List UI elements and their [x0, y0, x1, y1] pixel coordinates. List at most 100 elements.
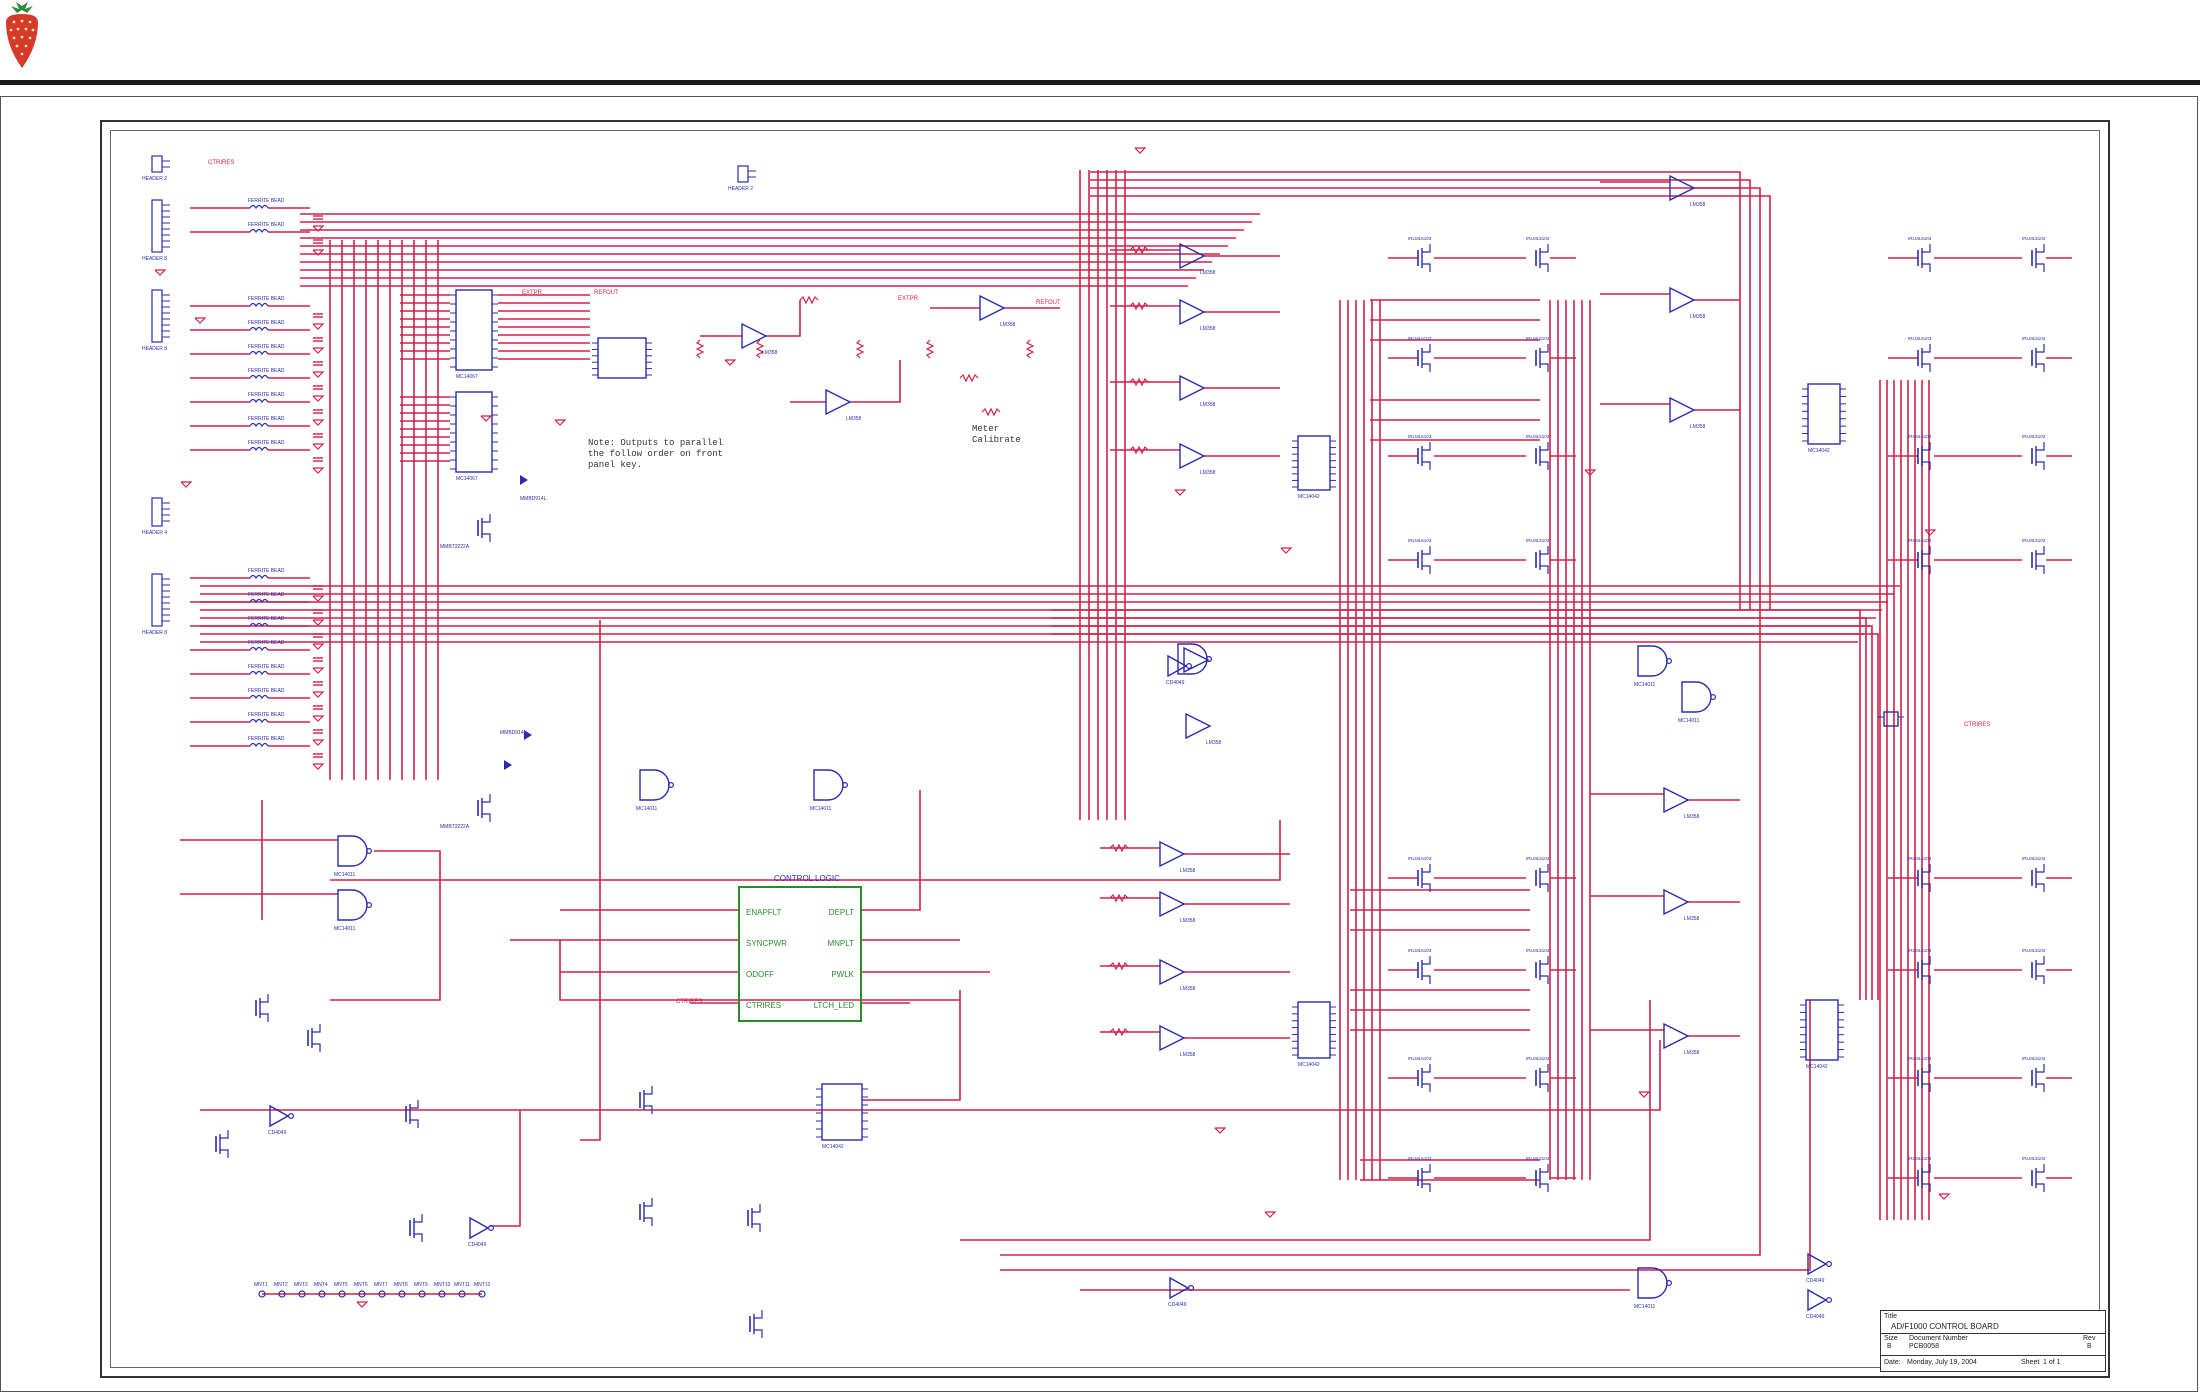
mosfet-label: IRLML5103 — [1526, 1056, 1550, 1061]
mosfet-label: IRLML5103 — [1526, 434, 1550, 439]
mosfet-source — [482, 813, 491, 822]
mosfet-drain — [1540, 864, 1549, 873]
opamp-part-number: LM358 — [1206, 740, 1222, 746]
test-point-label: MNT10 — [434, 1282, 451, 1288]
mosfet-drain — [2036, 244, 2045, 253]
mosfet-drain — [1922, 546, 1931, 555]
gate-part-number: MC14011 — [1634, 1304, 1656, 1310]
mosfet-source — [2036, 1083, 2045, 1092]
mosfet-label: IRLML6103 — [1908, 538, 1932, 543]
signal-label-extpr: EXTPR — [522, 290, 543, 296]
opamp-symbol — [1183, 646, 1210, 674]
ic-part-number: MC14042 — [1298, 494, 1320, 500]
opamp-symbol — [1179, 298, 1206, 326]
latch-chip — [821, 1083, 863, 1141]
dip-switch — [597, 337, 647, 379]
mosfet-label: IRLML6103 — [1408, 856, 1432, 861]
ground-icon — [312, 595, 325, 602]
ground-icon — [312, 691, 325, 698]
opamp-symbol — [1663, 786, 1690, 814]
ic-part-number: MC14067 — [456, 476, 478, 482]
mosfet-source — [1422, 363, 1431, 372]
mosfet-label: IRLML6103 — [1908, 336, 1932, 341]
opamp-symbol — [979, 294, 1006, 322]
ic-part-number: MC14042 — [1298, 1062, 1320, 1068]
ground-icon — [1214, 1127, 1227, 1134]
mosfet-label: IRLML5103 — [2022, 856, 2046, 861]
resistor-symbol — [755, 339, 765, 359]
mosfet-source — [1922, 1183, 1931, 1192]
test-point-label: MNT8 — [394, 1282, 408, 1288]
ferrite-bead-label: FERRITE BEAD — [248, 320, 285, 326]
docnum-value: PCB0058 — [1909, 1343, 1939, 1350]
ferrite-bead-symbol — [249, 350, 269, 356]
ground-icon — [1174, 489, 1187, 496]
nand-bubble — [1665, 657, 1672, 664]
test-point-label: MNT7 — [374, 1282, 388, 1288]
ground-icon — [724, 359, 737, 366]
meter-calibrate-note: Meter Calibrate — [972, 424, 1021, 445]
mosfet-source — [2036, 975, 2045, 984]
control-logic-block: CONTROL LOGIC ENAPFLT SYNCPWR ODOFF CTRI… — [738, 874, 862, 1022]
mosfet-label: IRLML6103 — [1408, 434, 1432, 439]
opamp-part-number: LM358 — [1684, 916, 1700, 922]
date-value: Monday, July 19, 2004 — [1907, 1359, 1977, 1366]
inverter-bubble — [1187, 1284, 1194, 1291]
ground-icon — [312, 643, 325, 650]
test-point-icon — [438, 1290, 446, 1298]
header-rule — [0, 80, 2200, 85]
signal-label-ctrires: CTRIRES — [208, 160, 234, 166]
mosfet-drain — [2036, 864, 2045, 873]
pin-ltch-led: LTCH_LED — [813, 1001, 854, 1010]
test-point-label: MNT3 — [294, 1282, 308, 1288]
date-label: Date: — [1884, 1359, 1901, 1366]
opamp-symbol — [1663, 1022, 1690, 1050]
docnum-label: Document Number — [1909, 1335, 1968, 1342]
ground-icon — [312, 371, 325, 378]
nand-bubble — [366, 901, 373, 908]
wire — [1090, 171, 1741, 610]
opamp-symbol — [1669, 174, 1696, 202]
ferrite-bead-symbol — [249, 422, 269, 428]
ferrite-bead-label: FERRITE BEAD — [248, 688, 285, 694]
test-point-icon — [378, 1290, 386, 1298]
gate-part-number: MC14011 — [334, 926, 356, 932]
inverter-part-number: CD4049 — [1168, 1302, 1187, 1308]
diode-symbol — [520, 475, 528, 485]
opamp-part-number: LM358 — [1180, 1052, 1196, 1058]
mosfet-label: IRLML5103 — [1526, 948, 1550, 953]
mosfet-label: IRLML5103 — [2022, 236, 2046, 241]
ferrite-bead-symbol — [249, 302, 269, 308]
signal-label-extpr: EXTPR — [898, 296, 919, 302]
inverter-part-number: CD4049 — [1806, 1278, 1825, 1284]
test-point-icon — [418, 1290, 426, 1298]
ferrite-bead-label: FERRITE BEAD — [248, 222, 285, 228]
inverter-part-number: CD4049 — [468, 1242, 487, 1248]
resistor-symbol — [1129, 301, 1149, 311]
diode-label: MMBD914L — [500, 730, 527, 736]
page-header — [0, 0, 2200, 85]
mosfet-source — [1540, 461, 1549, 470]
gate-part-number: MC14011 — [1678, 718, 1700, 724]
mosfet-label: IRLML6103 — [1408, 1156, 1432, 1161]
inverter-symbol — [1167, 654, 1188, 678]
inverter-bubble — [288, 1112, 295, 1119]
resistor-symbol — [695, 339, 705, 359]
mosfet-label: IRLML5103 — [2022, 1056, 2046, 1061]
schematic-sheet — [100, 120, 2110, 1378]
inverter-bubble — [1185, 662, 1192, 669]
mosfet-source — [1540, 263, 1549, 272]
inverter-symbol — [469, 1216, 490, 1240]
latch-chip — [1297, 1001, 1331, 1059]
strawberry-logo-icon — [6, 2, 38, 68]
mosfet-drain — [644, 1198, 653, 1207]
mosfet-source — [410, 1119, 419, 1128]
opamp-symbol — [1185, 712, 1212, 740]
mosfet-source — [1422, 975, 1431, 984]
mosfet-source — [1422, 263, 1431, 272]
inverter-part-number: CD4049 — [268, 1130, 287, 1136]
transistor-label: MMBT2222A — [440, 544, 470, 550]
mosfet-label: IRLML5103 — [1526, 1156, 1550, 1161]
inverter-bubble — [488, 1224, 495, 1231]
opamp-part-number: LM358 — [846, 416, 862, 422]
